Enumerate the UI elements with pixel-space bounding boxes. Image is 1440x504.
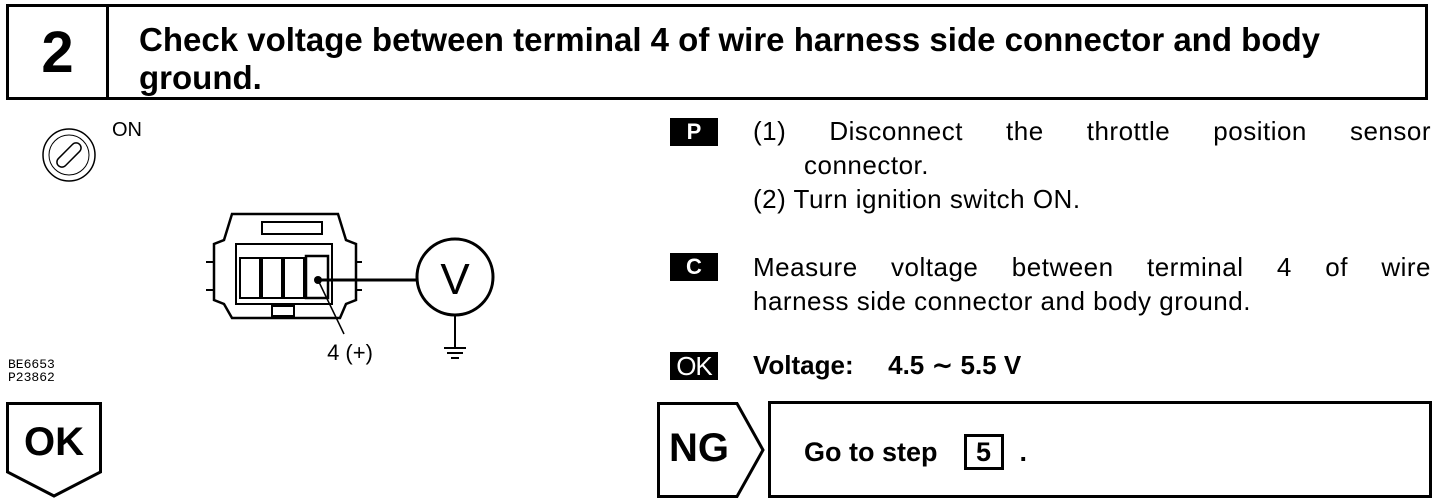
voltage-label: Voltage: (753, 350, 854, 380)
goto-step-link[interactable]: 5 (963, 434, 1004, 470)
step-title: Check voltage between terminal 4 of wire… (139, 21, 1320, 96)
terminal-label: 4 (+) (327, 340, 373, 365)
goto-text: Go to step 5 . (804, 434, 1027, 470)
figure-id: BE6653 P23862 (8, 358, 55, 384)
ok-result-label: OK (24, 420, 84, 464)
prep-tag: P (670, 118, 718, 146)
figure-id-line1: BE6653 (8, 357, 55, 372)
ground-symbol-icon (444, 315, 466, 359)
goto-box: Go to step 5 . (768, 401, 1432, 498)
wire-harness-connector (206, 212, 362, 320)
goto-prefix: Go to step (804, 437, 938, 467)
goto-suffix: . (1019, 437, 1028, 467)
prep-step1-line2: connector. (804, 150, 929, 180)
voltmeter-icon: V (415, 237, 495, 317)
figure-id-line2: P23862 (8, 370, 55, 385)
ng-result-label: NG (669, 426, 729, 470)
step-header: 2 Check voltage between terminal 4 of wi… (6, 4, 1428, 100)
ok-tag: OK (670, 352, 718, 380)
connector-diagram: ON V 4 (+) (42, 119, 495, 365)
voltage-value: 4.5 ∼ 5.5 V (888, 350, 1022, 380)
prep-step1-line1: (1) Disconnect the throttle position sen… (753, 116, 1431, 146)
check-line2: harness side connector and body ground. (753, 286, 1251, 316)
meter-lead (314, 276, 416, 335)
check-tag: C (670, 253, 718, 281)
voltmeter-symbol: V (440, 255, 470, 304)
ok-spec: Voltage: 4.5 ∼ 5.5 V (753, 350, 1021, 381)
check-line1: Measure voltage between terminal 4 of wi… (753, 252, 1431, 282)
ignition-on-label: ON (112, 119, 142, 141)
prep-step2: (2) Turn ignition switch ON. (753, 184, 1081, 214)
ignition-key-icon (42, 128, 96, 182)
step-number: 2 (9, 7, 109, 97)
